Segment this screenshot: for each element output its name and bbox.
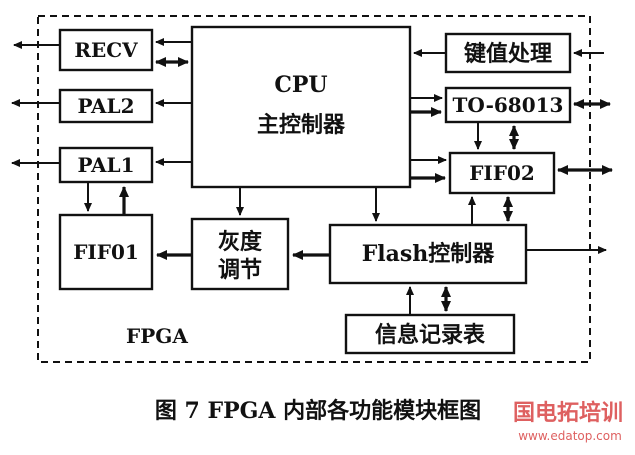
info-label: 信息记录表: [375, 322, 486, 348]
gray-label-2: 调节: [218, 257, 262, 283]
cpu-label-1: CPU: [274, 72, 327, 98]
pal2-label: PAL2: [77, 94, 134, 118]
watermark-text: 国电拓培训: [513, 400, 623, 426]
keys-block: 键值处理: [444, 32, 572, 74]
fifo1-label: FIF01: [73, 240, 139, 264]
recv-label: RECV: [74, 38, 138, 62]
fpga-boundary: [37, 15, 591, 363]
recv-block: RECV: [58, 28, 154, 72]
gray-label-1: 灰度: [218, 229, 263, 255]
pal1-label: PAL1: [77, 153, 134, 177]
cpu-label-2: 主控制器: [257, 112, 346, 138]
fifo2-block: FIF02: [448, 151, 556, 195]
gray-block: 灰度 调节: [190, 217, 290, 291]
flash-block: Flash控制器: [328, 223, 528, 285]
fpga-label: FPGA: [126, 324, 188, 348]
flash-label: Flash控制器: [362, 241, 496, 267]
info-block: 信息记录表: [344, 313, 516, 355]
cpu-block: CPU 主控制器: [190, 25, 412, 189]
fifo1-block: FIF01: [58, 213, 154, 291]
watermark-url: www.edatop.com: [518, 429, 622, 443]
figure-caption: 图 7 FPGA 内部各功能模块框图: [155, 398, 481, 424]
fifo2-label: FIF02: [469, 161, 535, 185]
keys-label: 键值处理: [464, 41, 552, 67]
pal1-block: PAL1: [58, 146, 154, 184]
to68013-label: TO-68013: [453, 93, 564, 117]
to68013-block: TO-68013: [444, 86, 572, 124]
pal2-block: PAL2: [58, 88, 154, 124]
connections: [11, 38, 613, 315]
